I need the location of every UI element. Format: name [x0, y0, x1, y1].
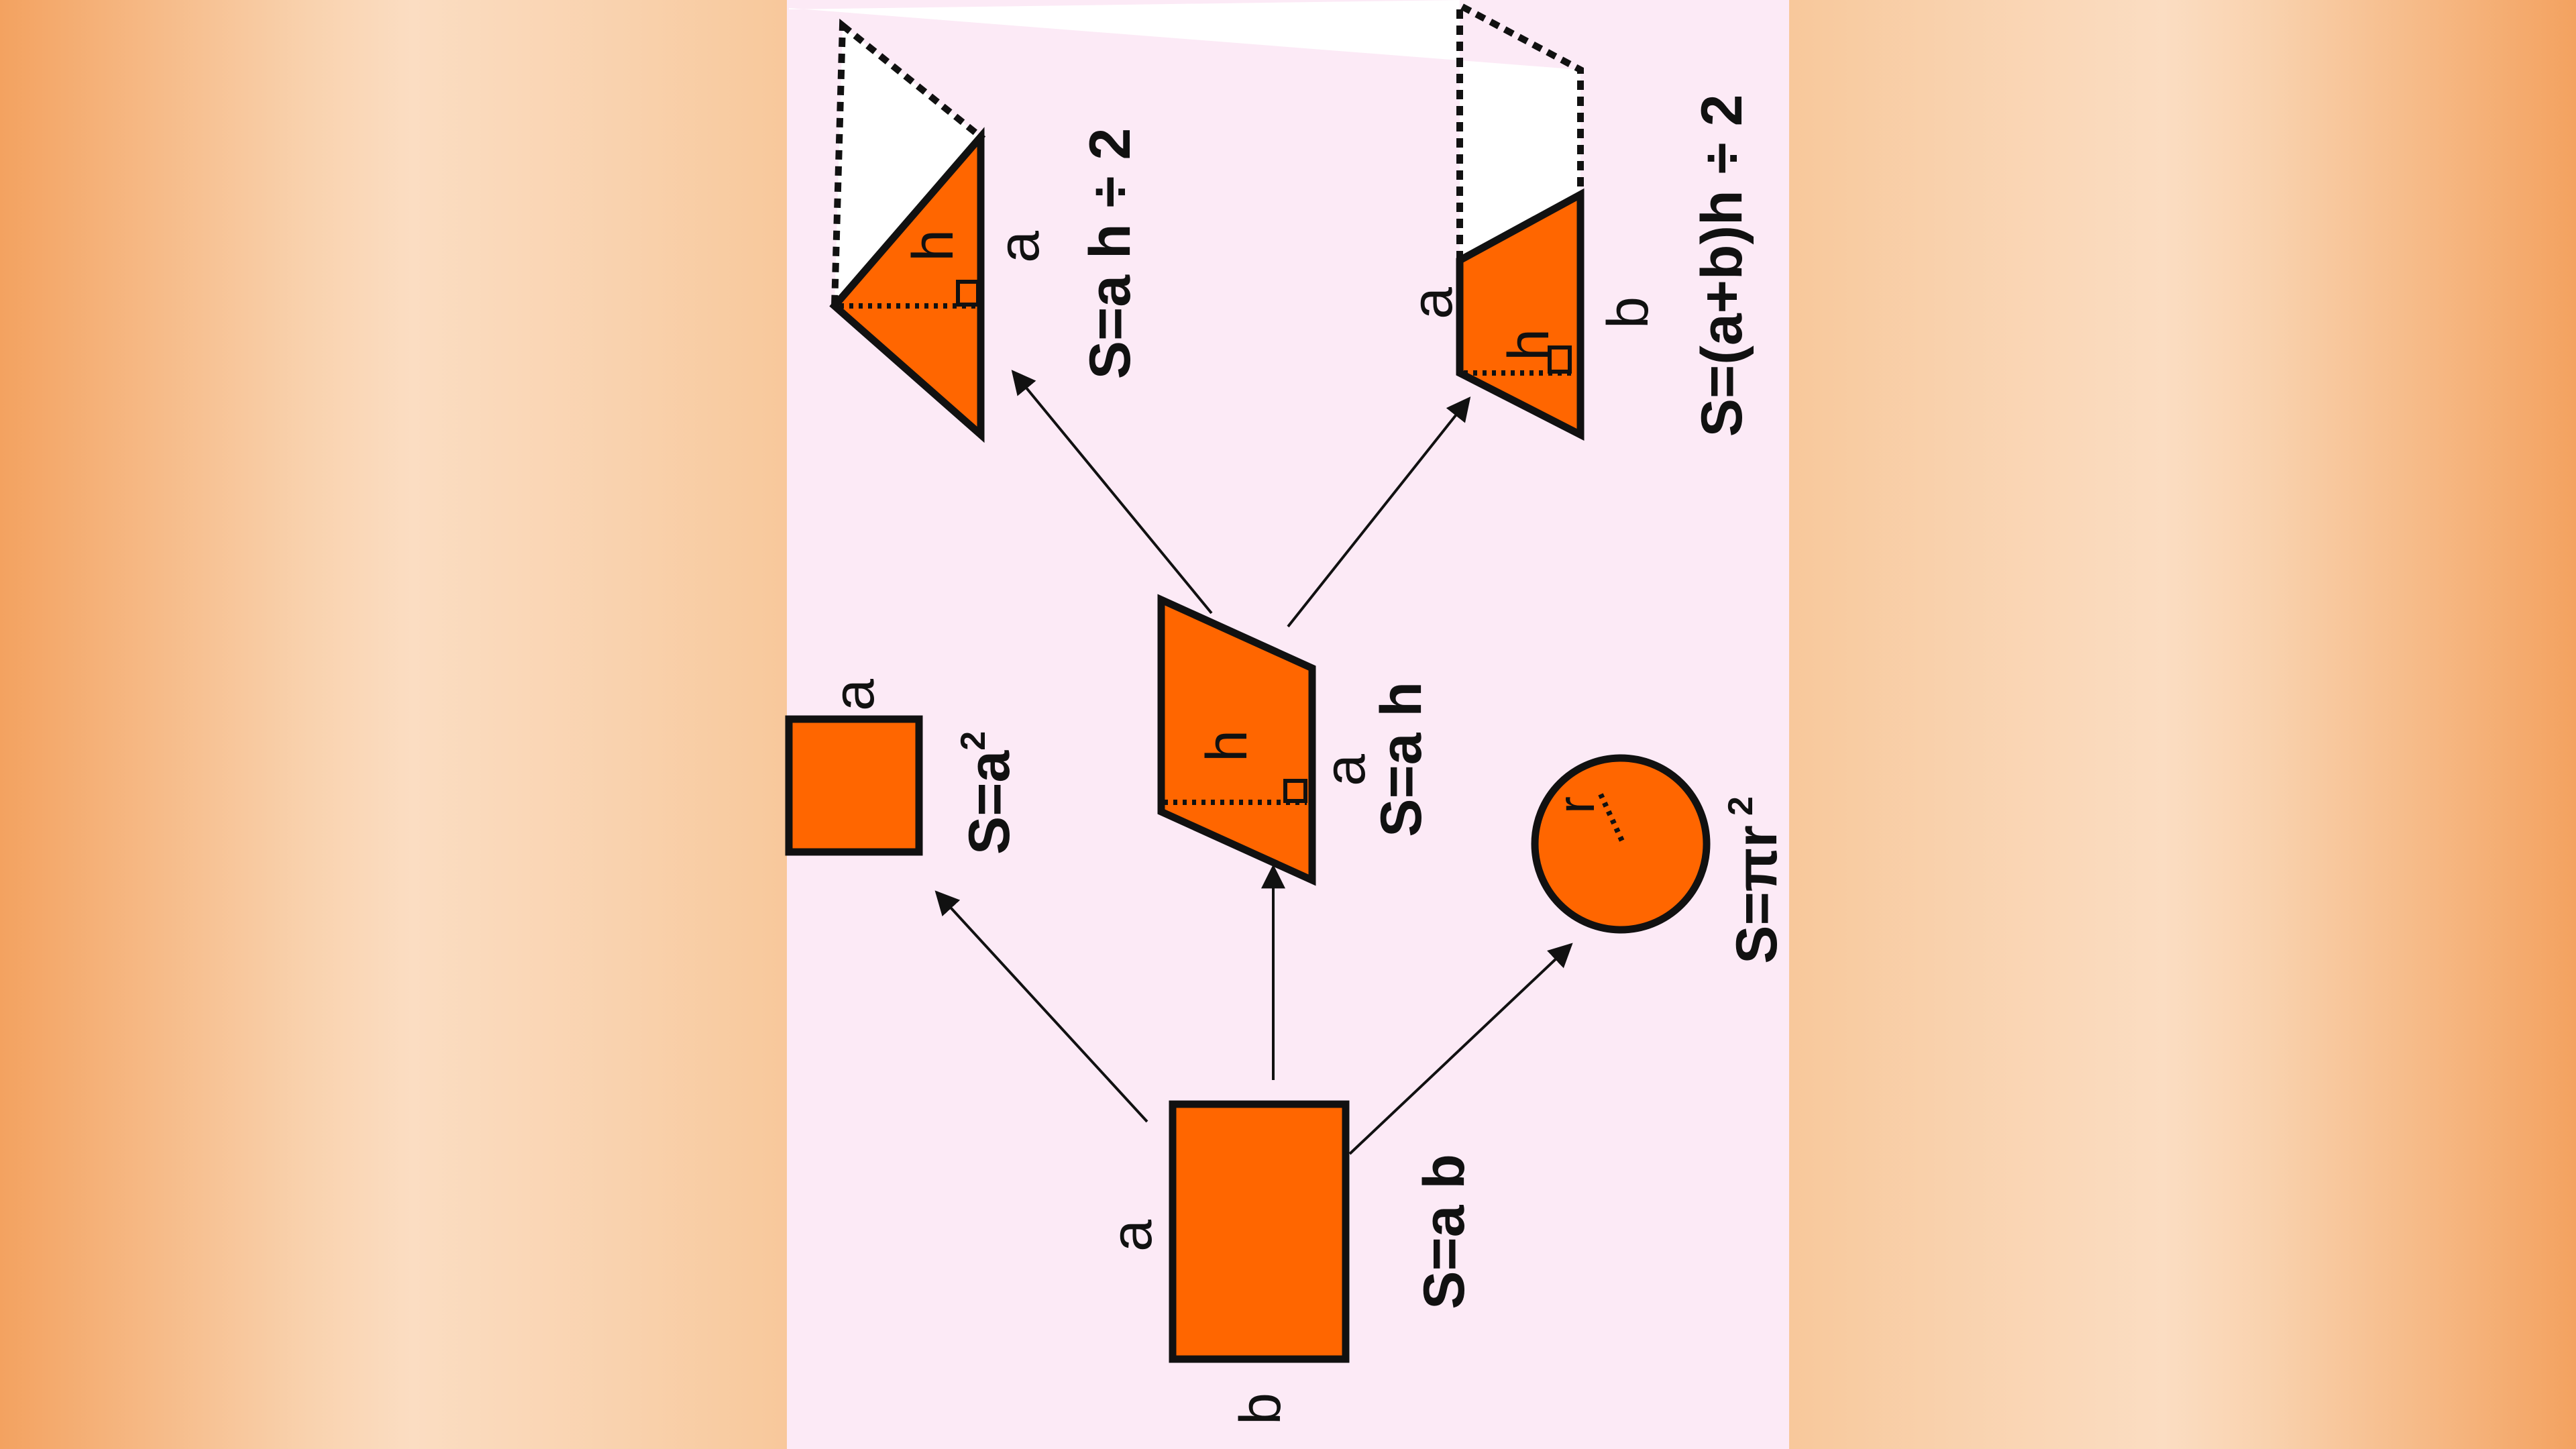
- triangle-figure: h a S=a h ÷ 2: [829, 18, 1142, 443]
- triangle-height-label: h: [901, 229, 965, 262]
- trapezoid-top-label: a: [1400, 287, 1464, 319]
- trapezoid-ghost-outline: [1456, 0, 1584, 260]
- right-angle-marker: [1548, 345, 1572, 374]
- rectangle-shape: [1169, 1100, 1350, 1363]
- triangle-base-label: a: [987, 231, 1051, 263]
- parallelogram-shape: [1157, 594, 1316, 886]
- rectangle-side-b-label: b: [1228, 1393, 1293, 1425]
- trapezoid-bottom-label: b: [1596, 297, 1660, 329]
- triangle-formula: S=a h ÷ 2: [1078, 128, 1142, 380]
- circle-shape: [1531, 754, 1711, 934]
- rectangle-figure: a b S=a b: [1099, 1100, 1477, 1425]
- trapezoid-height-label: h: [1497, 329, 1561, 361]
- arrow-rectangle-to-circle: [1348, 943, 1573, 1155]
- square-formula-base: S=a: [957, 750, 1022, 855]
- right-angle-marker: [956, 280, 980, 307]
- circle-formula: S=πr 2: [1721, 796, 1789, 964]
- square-side-label: a: [822, 679, 886, 711]
- right-angle-marker: [1283, 779, 1307, 803]
- parallelogram-figure: h a S=a h: [1157, 594, 1434, 886]
- parallelogram-formula: S=a h: [1369, 682, 1434, 837]
- square-shape: [785, 715, 923, 856]
- circle-figure: r S=πr 2: [1531, 754, 1789, 964]
- rectangle-formula: S=a b: [1412, 1154, 1477, 1309]
- arrow-parallelogram-to-trapezoid: [1287, 396, 1471, 628]
- circle-formula-exponent: 2: [1721, 796, 1760, 816]
- arrow-parallelogram-to-triangle: [1011, 370, 1213, 614]
- trapezoid-figure: a h b S=(a+b)h ÷ 2: [789, 0, 1754, 441]
- arrow-rectangle-to-square: [934, 890, 1148, 1123]
- square-formula-exponent: 2: [954, 731, 993, 751]
- parallelogram-base-label: a: [1313, 754, 1377, 786]
- rectangle-side-a-label: a: [1099, 1220, 1164, 1252]
- square-formula: S=a2: [954, 731, 1022, 855]
- circle-radius-label: r: [1546, 796, 1605, 814]
- derivation-arrows: [934, 370, 1573, 1155]
- trapezoid-formula: S=(a+b)h ÷ 2: [1690, 95, 1754, 437]
- triangle-shape: [829, 127, 985, 443]
- circle-formula-base: S=πr: [1725, 825, 1789, 964]
- parallelogram-height-label: h: [1195, 730, 1259, 762]
- triangle-ghost-half: [830, 18, 986, 315]
- square-figure: a S=a2: [785, 679, 1022, 856]
